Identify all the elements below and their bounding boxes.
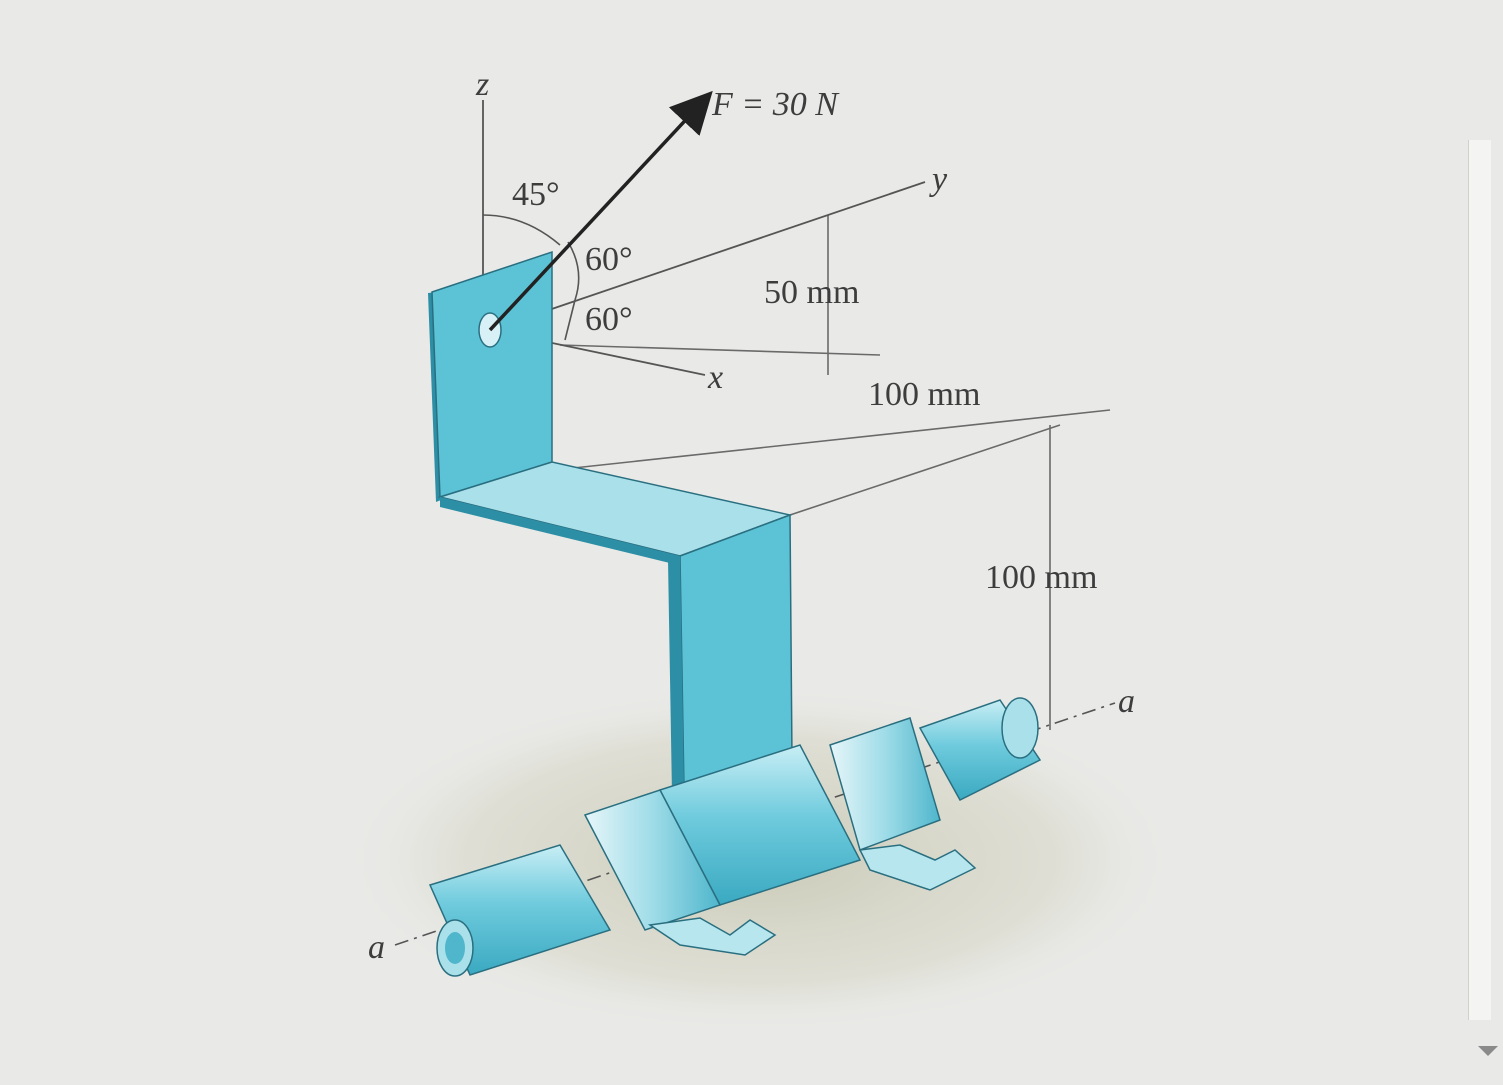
- force-vector: [488, 90, 713, 332]
- dim-50-label: 50 mm: [764, 274, 859, 311]
- dim-100-upper-label: 100 mm: [868, 376, 980, 413]
- shaft-right-end: [1001, 697, 1039, 759]
- right-clamp: [858, 844, 977, 891]
- axis-y-label: y: [929, 161, 948, 198]
- force-label: F = 30 N: [711, 86, 840, 123]
- angle-arcs: [482, 214, 580, 341]
- construction-lines: [554, 215, 1111, 730]
- scroll-down-icon[interactable]: [1478, 1046, 1498, 1056]
- shaft-left-bore: [445, 932, 465, 964]
- angle-45-label: 45°: [512, 176, 560, 213]
- right-collar: [829, 717, 941, 851]
- lower-plate-front: [679, 513, 793, 791]
- axis-x-label: x: [707, 359, 723, 396]
- left-collar: [583, 789, 722, 931]
- dim-100-vertical-label: 100 mm: [985, 559, 1097, 596]
- upper-plate-front: [431, 250, 553, 499]
- left-clamp: [647, 917, 777, 956]
- y-axis: [489, 181, 926, 331]
- axis-a-right-label: a: [1118, 683, 1135, 720]
- angle-60-lower-label: 60°: [585, 301, 633, 338]
- scrollbar[interactable]: [1468, 140, 1491, 1020]
- middle-plate-edge: [440, 497, 682, 566]
- angle-60-upper-label: 60°: [585, 241, 633, 278]
- axis-a-left-label: a: [368, 929, 385, 966]
- lower-plate-edge: [668, 556, 684, 795]
- axis-z-label: z: [475, 66, 489, 103]
